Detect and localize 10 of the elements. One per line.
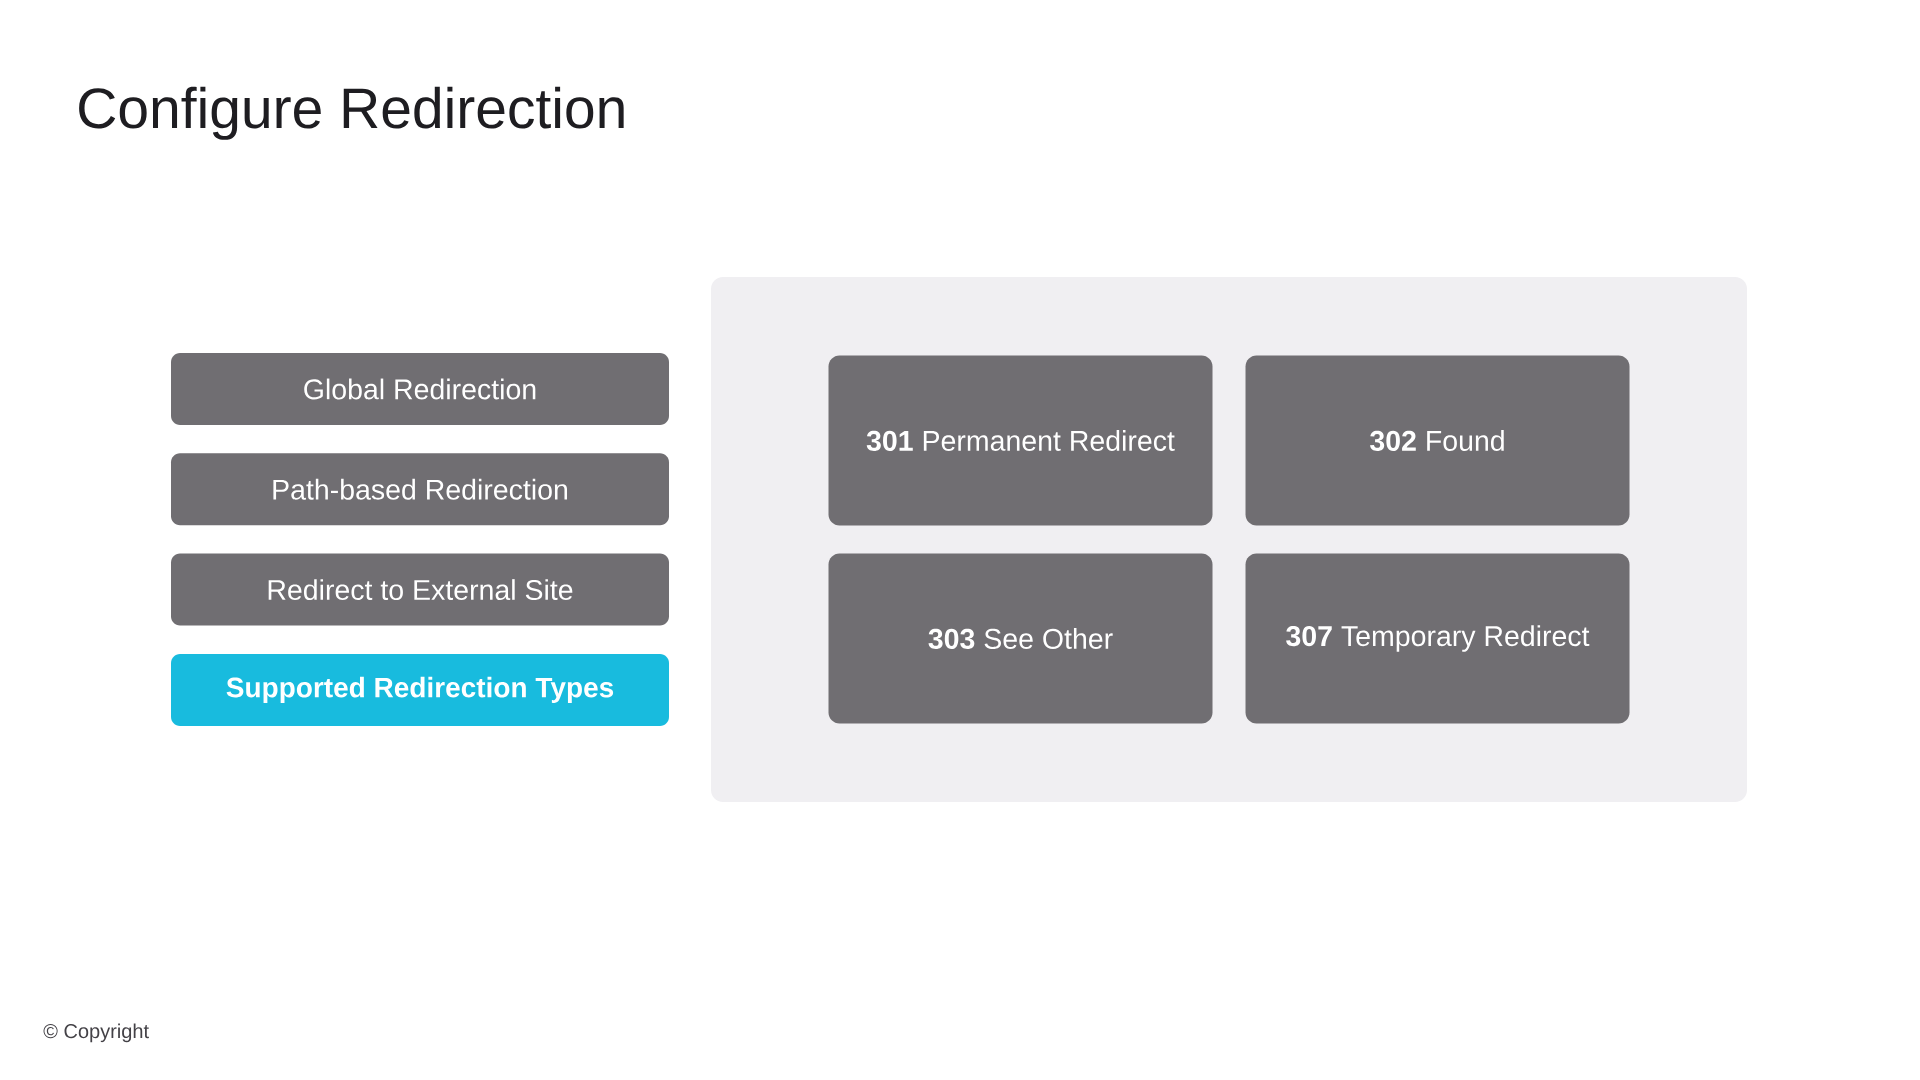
copyright-notice: © Copyright <box>43 1023 149 1043</box>
menu-button: Path-based Redirection <box>171 453 669 526</box>
status-code-card: 303 See Other <box>828 553 1213 724</box>
menu-button: Global Redirection <box>171 353 669 425</box>
status-code-card: 307 Temporary Redirect <box>1245 553 1630 724</box>
selected-menu-button: Supported Redirection Types <box>171 653 669 726</box>
status-code-card: 302 Found <box>1245 355 1630 526</box>
status-code-card: 301 Permanent Redirect <box>828 355 1213 526</box>
slide-title: Configure Redirection <box>79 86 624 140</box>
menu-button: Redirect to External Site <box>171 553 669 626</box>
